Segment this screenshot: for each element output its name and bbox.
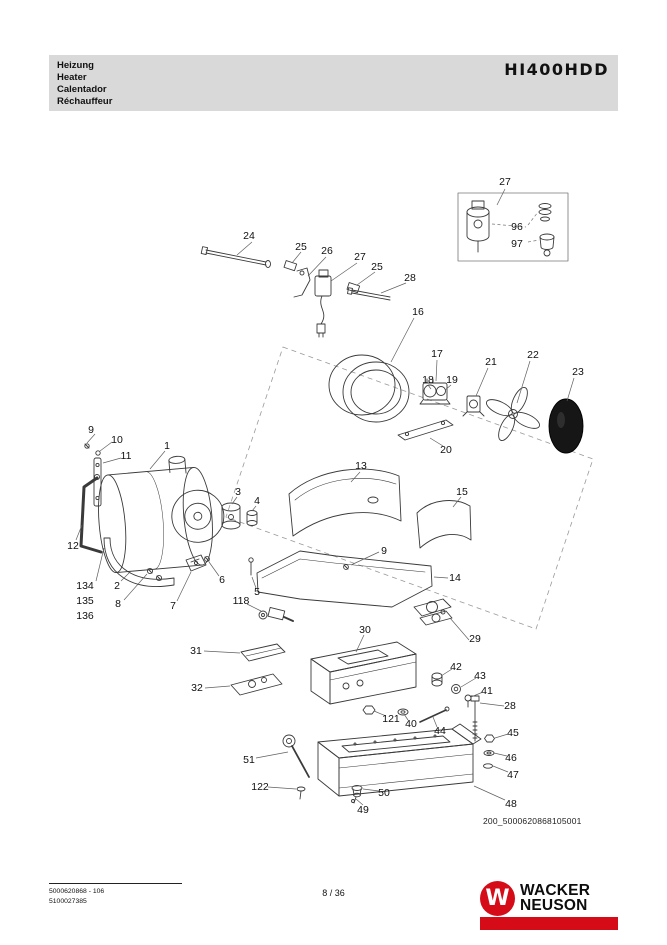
header-titles: Heizung Heater Calentador Réchauffeur <box>57 60 112 108</box>
doc-number-primary: 5000620868 - 106 <box>49 888 105 895</box>
brand-text: WACKER NEUSON <box>520 882 591 914</box>
title-es: Calentador <box>57 84 107 95</box>
page-number: 8 / 36 <box>322 888 345 898</box>
leader-lines <box>75 188 575 806</box>
diagram-line-art <box>79 192 584 804</box>
footer-divider <box>49 883 182 884</box>
doc-number-secondary: 5100027385 <box>49 898 87 906</box>
drawing-number: 200_5000620868105001 <box>483 816 582 826</box>
header-bar: Heizung Heater Calentador Réchauffeur HI… <box>49 55 618 111</box>
dashed-links <box>491 211 540 243</box>
model-number: HI400HDD <box>504 60 609 79</box>
wacker-neuson-emblem-icon: W <box>480 881 515 916</box>
brand-bar <box>480 917 618 930</box>
title-de: Heizung <box>57 60 94 71</box>
title-fr: Réchauffeur <box>57 96 113 107</box>
brand-line-2: NEUSON <box>520 896 588 914</box>
assembly-boundary <box>225 346 594 630</box>
title-en: Heater <box>57 72 87 83</box>
brand-line-1: WACKER <box>520 882 591 900</box>
brand-row: W WACKER NEUSON <box>480 881 618 916</box>
document-numbers: 5000620868 - 106 5100027385 <box>49 887 104 907</box>
brand-logo: W WACKER NEUSON <box>480 881 618 930</box>
